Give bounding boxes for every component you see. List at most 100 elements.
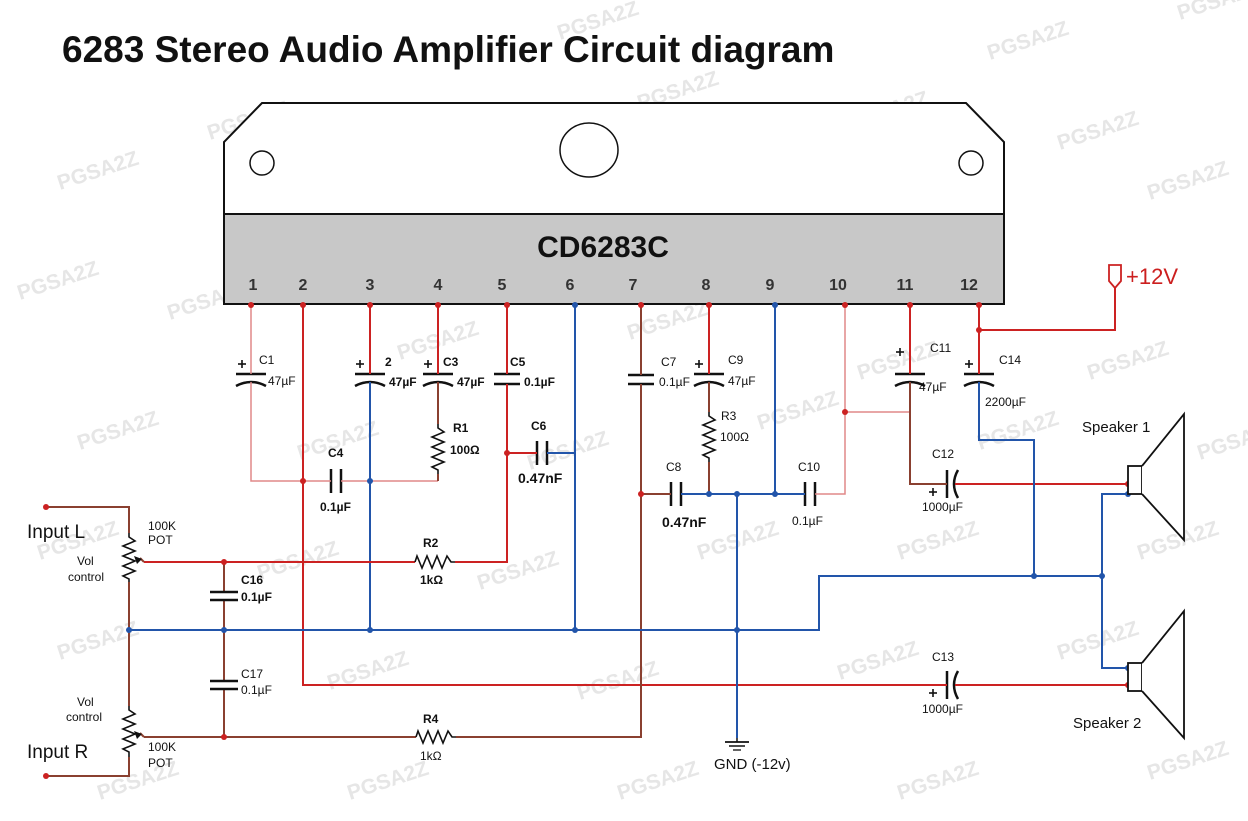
ground-symbol (725, 738, 749, 751)
speaker-1 (1127, 411, 1185, 543)
watermark-text: PGSA2Z (614, 757, 701, 805)
c1-name: C1 (259, 353, 275, 367)
pin-label-7: 7 (629, 277, 638, 294)
heatsink-hole (559, 122, 619, 178)
r2-value: 1kΩ (420, 573, 443, 587)
c6-name: C6 (531, 419, 547, 433)
speaker-2 (1127, 608, 1185, 741)
watermark-text: PGSA2Z (754, 387, 841, 435)
pin-label-10: 10 (829, 277, 847, 294)
capacitor-c17 (210, 679, 238, 691)
watermark-text: PGSA2Z (694, 517, 781, 565)
capacitor-c2 (354, 357, 386, 398)
capacitor-c1 (235, 357, 267, 398)
ic-package: CD6283C (223, 102, 1005, 305)
c16-value: 0.1µF (241, 590, 272, 604)
watermark-text: PGSA2Z (894, 517, 981, 565)
watermark-text: PGSA2Z (254, 537, 341, 585)
c8-value: 0.47nF (662, 514, 707, 530)
pin-label-12: 12 (960, 277, 978, 294)
potentiometer-left (120, 533, 145, 582)
r4-name: R4 (423, 712, 439, 726)
input-left-label: Input L (27, 522, 85, 543)
c11-name: C11 (930, 341, 951, 355)
resistor-r3 (700, 412, 718, 462)
pin-label-3: 3 (366, 277, 375, 294)
watermark-text: PGSA2Z (984, 17, 1071, 65)
watermark-text: PGSA2Z (344, 757, 431, 805)
pin-label-2: 2 (299, 277, 308, 294)
watermark-text: PGSA2Z (1054, 617, 1141, 665)
c12-value: 1000µF (922, 500, 963, 514)
capacitor-c9 (693, 357, 725, 398)
watermark-text: PGSA2Z (14, 257, 101, 305)
watermark-text: PGSA2Z (574, 657, 661, 705)
r1-value: 100Ω (450, 443, 480, 457)
mounting-hole-right (958, 150, 984, 176)
watermark-text: PGSA2Z (834, 637, 921, 685)
c5-name: C5 (510, 355, 526, 369)
capacitor-c11 (894, 348, 926, 398)
pin-label-11: 11 (897, 277, 914, 294)
c10-name: C10 (798, 460, 820, 474)
watermark-text: PGSA2Z (1144, 157, 1231, 205)
vol-right-line1: Vol (77, 695, 94, 709)
capacitor-c14 (963, 357, 995, 398)
vol-left-line2: control (68, 570, 104, 584)
vol-left-line1: Vol (77, 554, 94, 568)
c17-name: C17 (241, 667, 263, 681)
c8-name: C8 (666, 460, 682, 474)
c7-name: C7 (661, 355, 677, 369)
c3-value: 47µF (457, 375, 485, 389)
c7-value: 0.1µF (659, 375, 690, 389)
speaker-1-label: Speaker 1 (1082, 419, 1150, 436)
c13-name: C13 (932, 650, 954, 664)
potentiometer-right (120, 706, 145, 757)
pot-right-type: POT (148, 756, 173, 770)
pin-label-6: 6 (566, 277, 575, 294)
junctions (43, 302, 1131, 779)
pot-left-value: 100K (148, 519, 176, 533)
watermark-text: PGSA2Z (974, 407, 1061, 455)
c10-value: 0.1µF (792, 514, 823, 528)
watermark-text: PGSA2Z (1174, 0, 1248, 25)
watermark-text: PGSA2Z (1194, 417, 1248, 465)
watermark-text: PGSA2Z (324, 647, 411, 695)
chip-label: CD6283C (537, 231, 669, 264)
ground-label: GND (-12v) (714, 756, 791, 773)
ic-body (223, 213, 1005, 305)
c16-name: C16 (241, 573, 263, 587)
capacitor-c7 (628, 362, 654, 394)
watermark-text: PGSA2Z (1054, 107, 1141, 155)
pin-label-8: 8 (702, 277, 711, 294)
capacitor-c6 (532, 441, 551, 465)
c4-value: 0.1µF (320, 500, 351, 514)
c1-value: 47µF (268, 374, 296, 388)
c9-name: C9 (728, 353, 744, 367)
capacitor-c8 (666, 482, 685, 506)
pot-right-value: 100K (148, 740, 176, 754)
r4-value: 1kΩ (420, 749, 442, 763)
c4-name: C4 (328, 446, 344, 460)
c14-value: 2200µF (985, 395, 1026, 409)
power-label: +12V (1126, 264, 1178, 289)
watermark-text: PGSA2Z (474, 547, 561, 595)
c13-value: 1000µF (922, 702, 963, 716)
power-terminal (1108, 264, 1122, 290)
capacitor-c13 (920, 670, 960, 700)
c6-value: 0.47nF (518, 470, 563, 486)
capacitor-c4 (326, 469, 345, 493)
resistor-r4 (415, 728, 456, 746)
mounting-hole-left (249, 150, 275, 176)
resistor-r2 (414, 553, 455, 571)
c17-value: 0.1µF (241, 683, 272, 697)
input-right-label: Input R (27, 742, 88, 763)
r3-name: R3 (721, 409, 737, 423)
c2-name: 2 (385, 355, 392, 369)
r1-name: R1 (453, 421, 469, 435)
resistor-r1 (429, 424, 447, 474)
speaker-2-label: Speaker 2 (1073, 715, 1141, 732)
